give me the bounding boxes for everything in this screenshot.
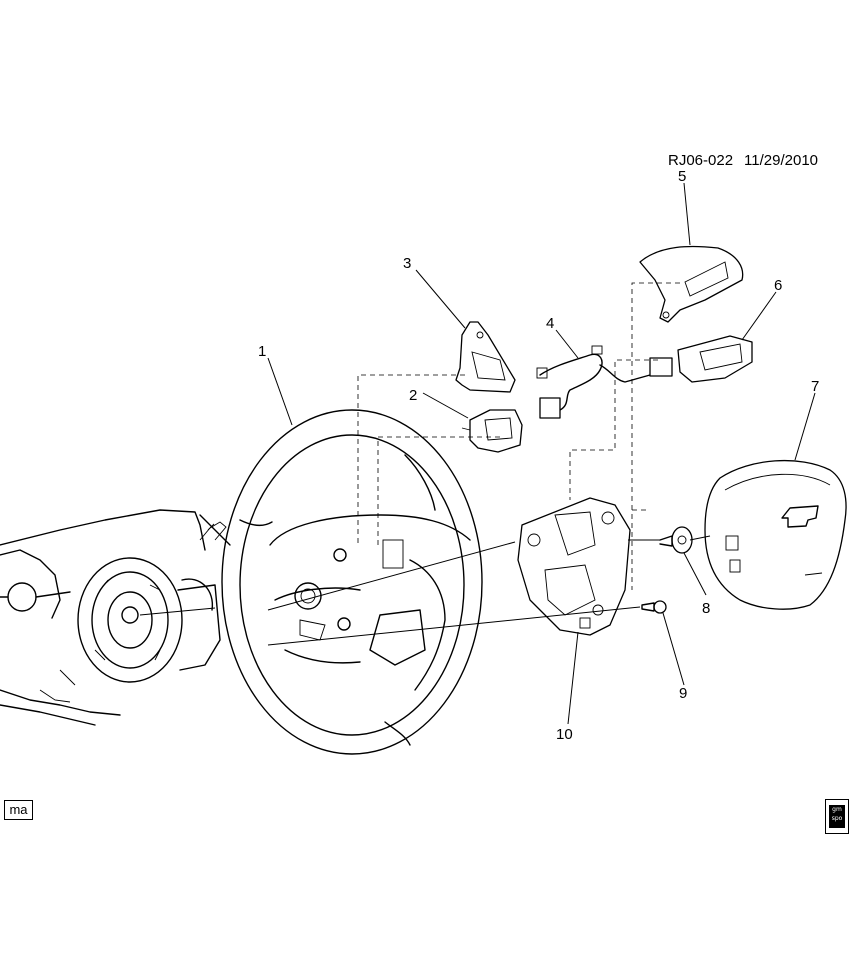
callout-5: 5 — [678, 168, 686, 185]
steering-column-illustration — [0, 509, 231, 726]
callout-8: 8 — [702, 600, 710, 617]
screw-9-illustration — [641, 600, 667, 614]
ma-badge: ma — [4, 800, 33, 820]
callout-7: 7 — [811, 378, 819, 395]
diagram-id: RJ06-022 — [668, 152, 734, 169]
callout-leaders — [267, 182, 816, 725]
airbag-module-illustration — [704, 459, 847, 610]
gm-spo-logo-text: gm spo — [829, 805, 845, 828]
callout-6: 6 — [774, 277, 782, 294]
steering-wheel-illustration — [221, 409, 483, 755]
callout-10: 10 — [556, 726, 573, 743]
gm-spo-logo: gm spo — [825, 799, 849, 834]
wiring-harness-illustration — [536, 345, 673, 419]
left-switch-bezel-illustration — [455, 321, 516, 393]
switch-bracket-illustration — [517, 497, 631, 636]
left-switch-illustration — [461, 409, 523, 453]
callout-labels: 1 2 3 4 5 6 7 8 9 10 — [258, 168, 819, 743]
diagram-date: 11/29/2010 — [744, 152, 819, 169]
callout-1: 1 — [258, 343, 266, 360]
callout-2: 2 — [409, 387, 417, 404]
alignment-lines — [139, 282, 711, 646]
diagram-header: RJ06-022 11/29/2010 — [668, 152, 818, 169]
right-switch-bezel-illustration — [639, 245, 744, 323]
callout-4: 4 — [546, 315, 554, 332]
callout-3: 3 — [403, 255, 411, 272]
right-switch-illustration — [677, 335, 753, 383]
callout-9: 9 — [679, 685, 687, 702]
bolt-8-illustration — [659, 526, 693, 554]
